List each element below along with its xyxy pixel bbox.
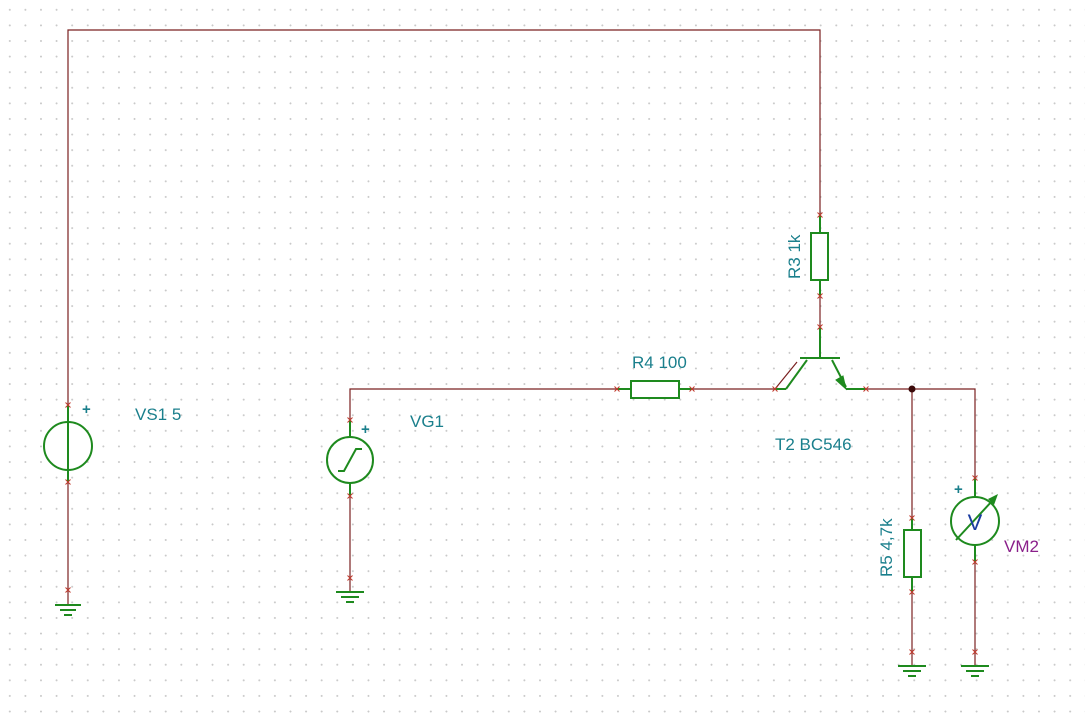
pin-marker [772, 386, 778, 392]
meter-arrow-icon [988, 494, 998, 505]
vg1-label: VG1 [410, 412, 444, 431]
pin-marker [347, 493, 353, 499]
transistor-t2[interactable] [775, 327, 866, 391]
pin-marker [347, 417, 353, 423]
vm2-label: VM2 [1004, 537, 1039, 556]
pin-markers [65, 212, 978, 655]
t2-label: T2 BC546 [775, 435, 852, 454]
pin-marker [347, 575, 353, 581]
pin-marker [972, 559, 978, 565]
voltmeter-vm2[interactable]: V + [950, 478, 1000, 562]
r4-label: R4 100 [632, 353, 687, 372]
pin-marker [817, 212, 823, 218]
pin-marker [909, 515, 915, 521]
pin-marker [909, 649, 915, 655]
pin-marker [972, 475, 978, 481]
vm2-polarity: + [954, 481, 963, 498]
pin-marker [863, 386, 869, 392]
ground-vs1[interactable] [55, 604, 81, 616]
r5-label: R5 4,7k [877, 518, 896, 577]
wire-emitter-node[interactable] [846, 388, 976, 478]
emitter-arrow-icon [835, 375, 847, 391]
pin-marker [817, 293, 823, 299]
vs1-label: VS1 5 [135, 405, 181, 424]
ground-vg1[interactable] [336, 591, 364, 603]
pin-marker [65, 402, 71, 408]
junction-node [908, 385, 916, 393]
wire-r4-to-base[interactable] [692, 361, 798, 390]
pin-marker [909, 589, 915, 595]
generator-vg1[interactable]: + [326, 420, 374, 496]
pin-marker [65, 587, 71, 593]
pin-marker [614, 386, 620, 392]
wires [67, 29, 976, 666]
resistor-r3[interactable] [810, 215, 829, 296]
pin-marker [817, 324, 823, 330]
vg1-polarity: + [361, 421, 370, 438]
source-vs1[interactable]: + [43, 401, 93, 482]
wire-vg1-to-r4[interactable] [349, 388, 617, 420]
vs1-polarity: + [82, 401, 91, 418]
wire-supply-top[interactable] [67, 29, 821, 405]
ground-vm2[interactable] [961, 665, 989, 677]
vm2-symbol: V [968, 510, 983, 535]
pin-marker [972, 649, 978, 655]
resistor-r4[interactable] [617, 380, 692, 399]
resistor-r5[interactable] [903, 518, 922, 592]
pin-marker [689, 386, 695, 392]
r3-label: R3 1k [785, 234, 804, 279]
ground-r5[interactable] [898, 665, 926, 677]
pin-marker [65, 479, 71, 485]
step-waveform-icon [338, 448, 362, 472]
